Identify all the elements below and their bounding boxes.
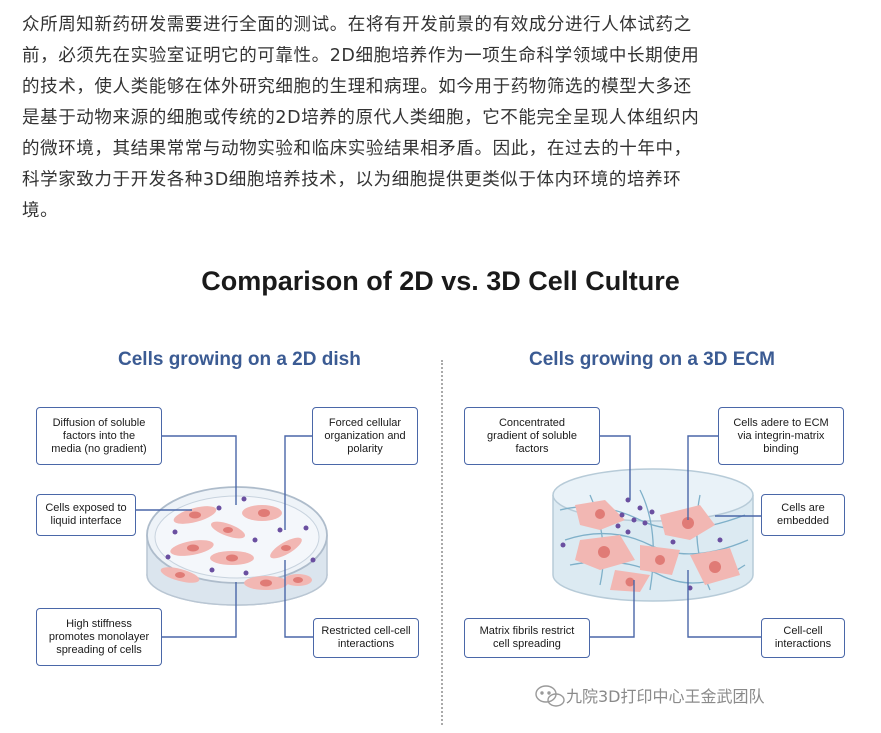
label-forced-organization: Forced cellular organization and polarit…: [312, 407, 418, 465]
label-cells-embedded: Cells are embedded: [761, 494, 845, 536]
label-ecm-adherence: Cells adere to ECM via integrin-matrix b…: [718, 407, 844, 465]
intro-paragraph: 众所周知新药研发需要进行全面的测试。在将有开发前景的有效成分进行人体试药之 前，…: [22, 10, 862, 227]
paragraph-line: 的技术，使人类能够在体外研究细胞的生理和病理。如今用于药物筛选的模型大多还: [22, 77, 692, 97]
paragraph-line: 的微环境，其结果常常与动物实验和临床实验结果相矛盾。因此，在过去的十年中，: [22, 139, 692, 159]
left-panel-title: Cells growing on a 2D dish: [118, 349, 361, 370]
label-matrix-fibrils: Matrix fibrils restrict cell spreading: [464, 618, 590, 658]
label-concentrated-gradient: Concentrated gradient of soluble factors: [464, 407, 600, 465]
soluble-factors-3d: [560, 497, 723, 591]
panel-divider: [441, 360, 443, 725]
embedded-cells-3d: [575, 500, 740, 592]
soluble-factors-2d: [165, 496, 316, 576]
connector-lines-right: [590, 435, 761, 638]
paragraph-line: 是基于动物来源的细胞或传统的2D培养的原代人类细胞，它不能完全呈现人体组织内: [22, 108, 700, 128]
wechat-icon: [535, 685, 565, 707]
label-restricted-interactions: Restricted cell-cell interactions: [313, 618, 419, 658]
right-panel-title: Cells growing on a 3D ECM: [529, 349, 775, 370]
watermark-text: 九院3D打印中心王金武团队: [566, 687, 765, 706]
label-diffusion: Diffusion of soluble factors into the me…: [36, 407, 162, 465]
paragraph-line: 科学家致力于开发各种3D细胞培养技术，以为细胞提供更类似于体内环境的培养环: [22, 170, 682, 190]
paragraph-line: 前，必须先在实验室证明它的可靠性。2D细胞培养作为一项生命科学领域中长期使用: [22, 46, 700, 66]
connector-lines-left: [136, 435, 313, 638]
paragraph-line: 境。: [22, 201, 59, 221]
flat-cells-2d: [160, 505, 312, 590]
label-high-stiffness: High stiffness promotes monolayer spread…: [36, 608, 162, 666]
petri-dish-2d: [146, 486, 328, 606]
label-liquid-interface: Cells exposed to liquid interface: [36, 494, 136, 536]
figure-title: Comparison of 2D vs. 3D Cell Culture: [201, 266, 680, 296]
label-cell-interactions: Cell-cell interactions: [761, 618, 845, 658]
paragraph-line: 众所周知新药研发需要进行全面的测试。在将有开发前景的有效成分进行人体试药之: [22, 15, 692, 35]
